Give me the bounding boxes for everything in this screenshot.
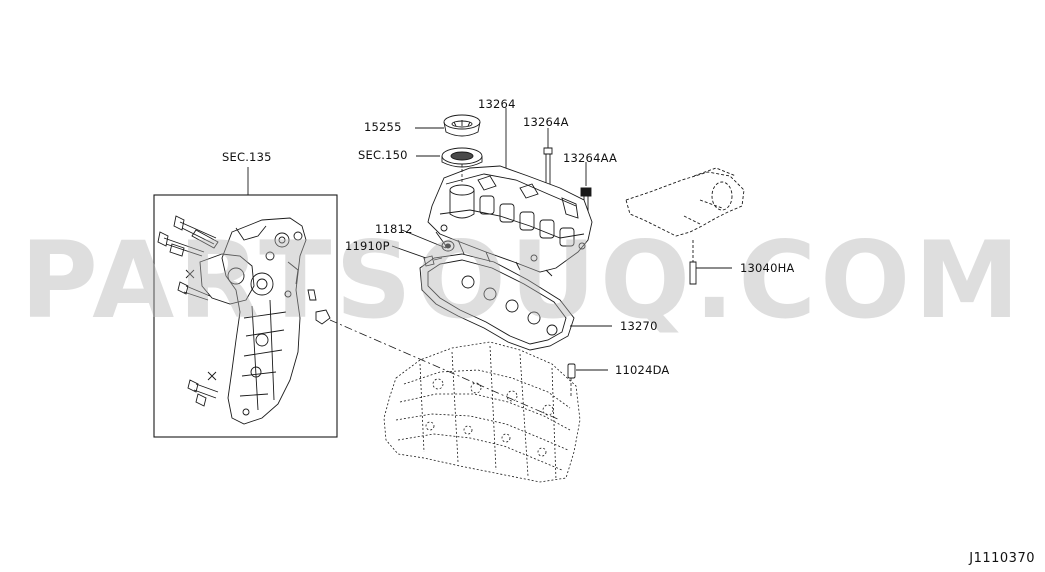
label-11024da[interactable]: 11024DA [615,363,670,377]
label-15255[interactable]: 15255 [364,120,402,134]
label-11812[interactable]: 11812 [375,222,413,236]
label-sec-135[interactable]: SEC.135 [222,150,272,164]
rocker-cover-drawing [427,165,593,277]
label-13270[interactable]: 13270 [620,319,658,333]
camshaft-seal-drawing [416,147,483,168]
pcv-valve-drawing [689,240,697,285]
rocker-cover-gasket-drawing [419,253,575,351]
blow-by-hose-drawing [625,167,745,237]
label-13040ha[interactable]: 13040HA [740,261,795,275]
small-parts-drawing [423,240,455,267]
leader-lines [391,108,732,371]
label-13264a[interactable]: 13264A [523,115,569,129]
front-cover-drawing [157,215,331,425]
label-13264[interactable]: 13264 [478,97,516,111]
alignment-dashed-line [329,319,561,421]
label-sec-150[interactable]: SEC.150 [358,148,408,162]
diagram-id: J1110370 [969,551,1035,566]
sec135-frame [153,167,338,438]
label-11910p[interactable]: 11910P [345,239,390,253]
oil-filler-cap-drawing [415,114,481,137]
label-13264aa[interactable]: 13264AA [563,151,618,165]
cylinder-head-drawing [383,341,581,483]
dowel-11024da-drawing [567,363,576,379]
